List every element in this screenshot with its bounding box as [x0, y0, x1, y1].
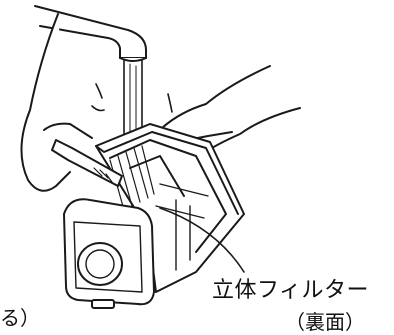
leader-line — [159, 207, 245, 273]
filter-sublabel: （裏面） — [285, 310, 365, 334]
filter-label: 立体フィルター — [212, 278, 370, 303]
cleaning-brush — [51, 139, 123, 187]
filter-cover — [63, 198, 155, 309]
faucet — [34, 5, 147, 62]
water-droplets — [91, 83, 173, 113]
cropped-text-fragment: る） — [0, 306, 40, 330]
